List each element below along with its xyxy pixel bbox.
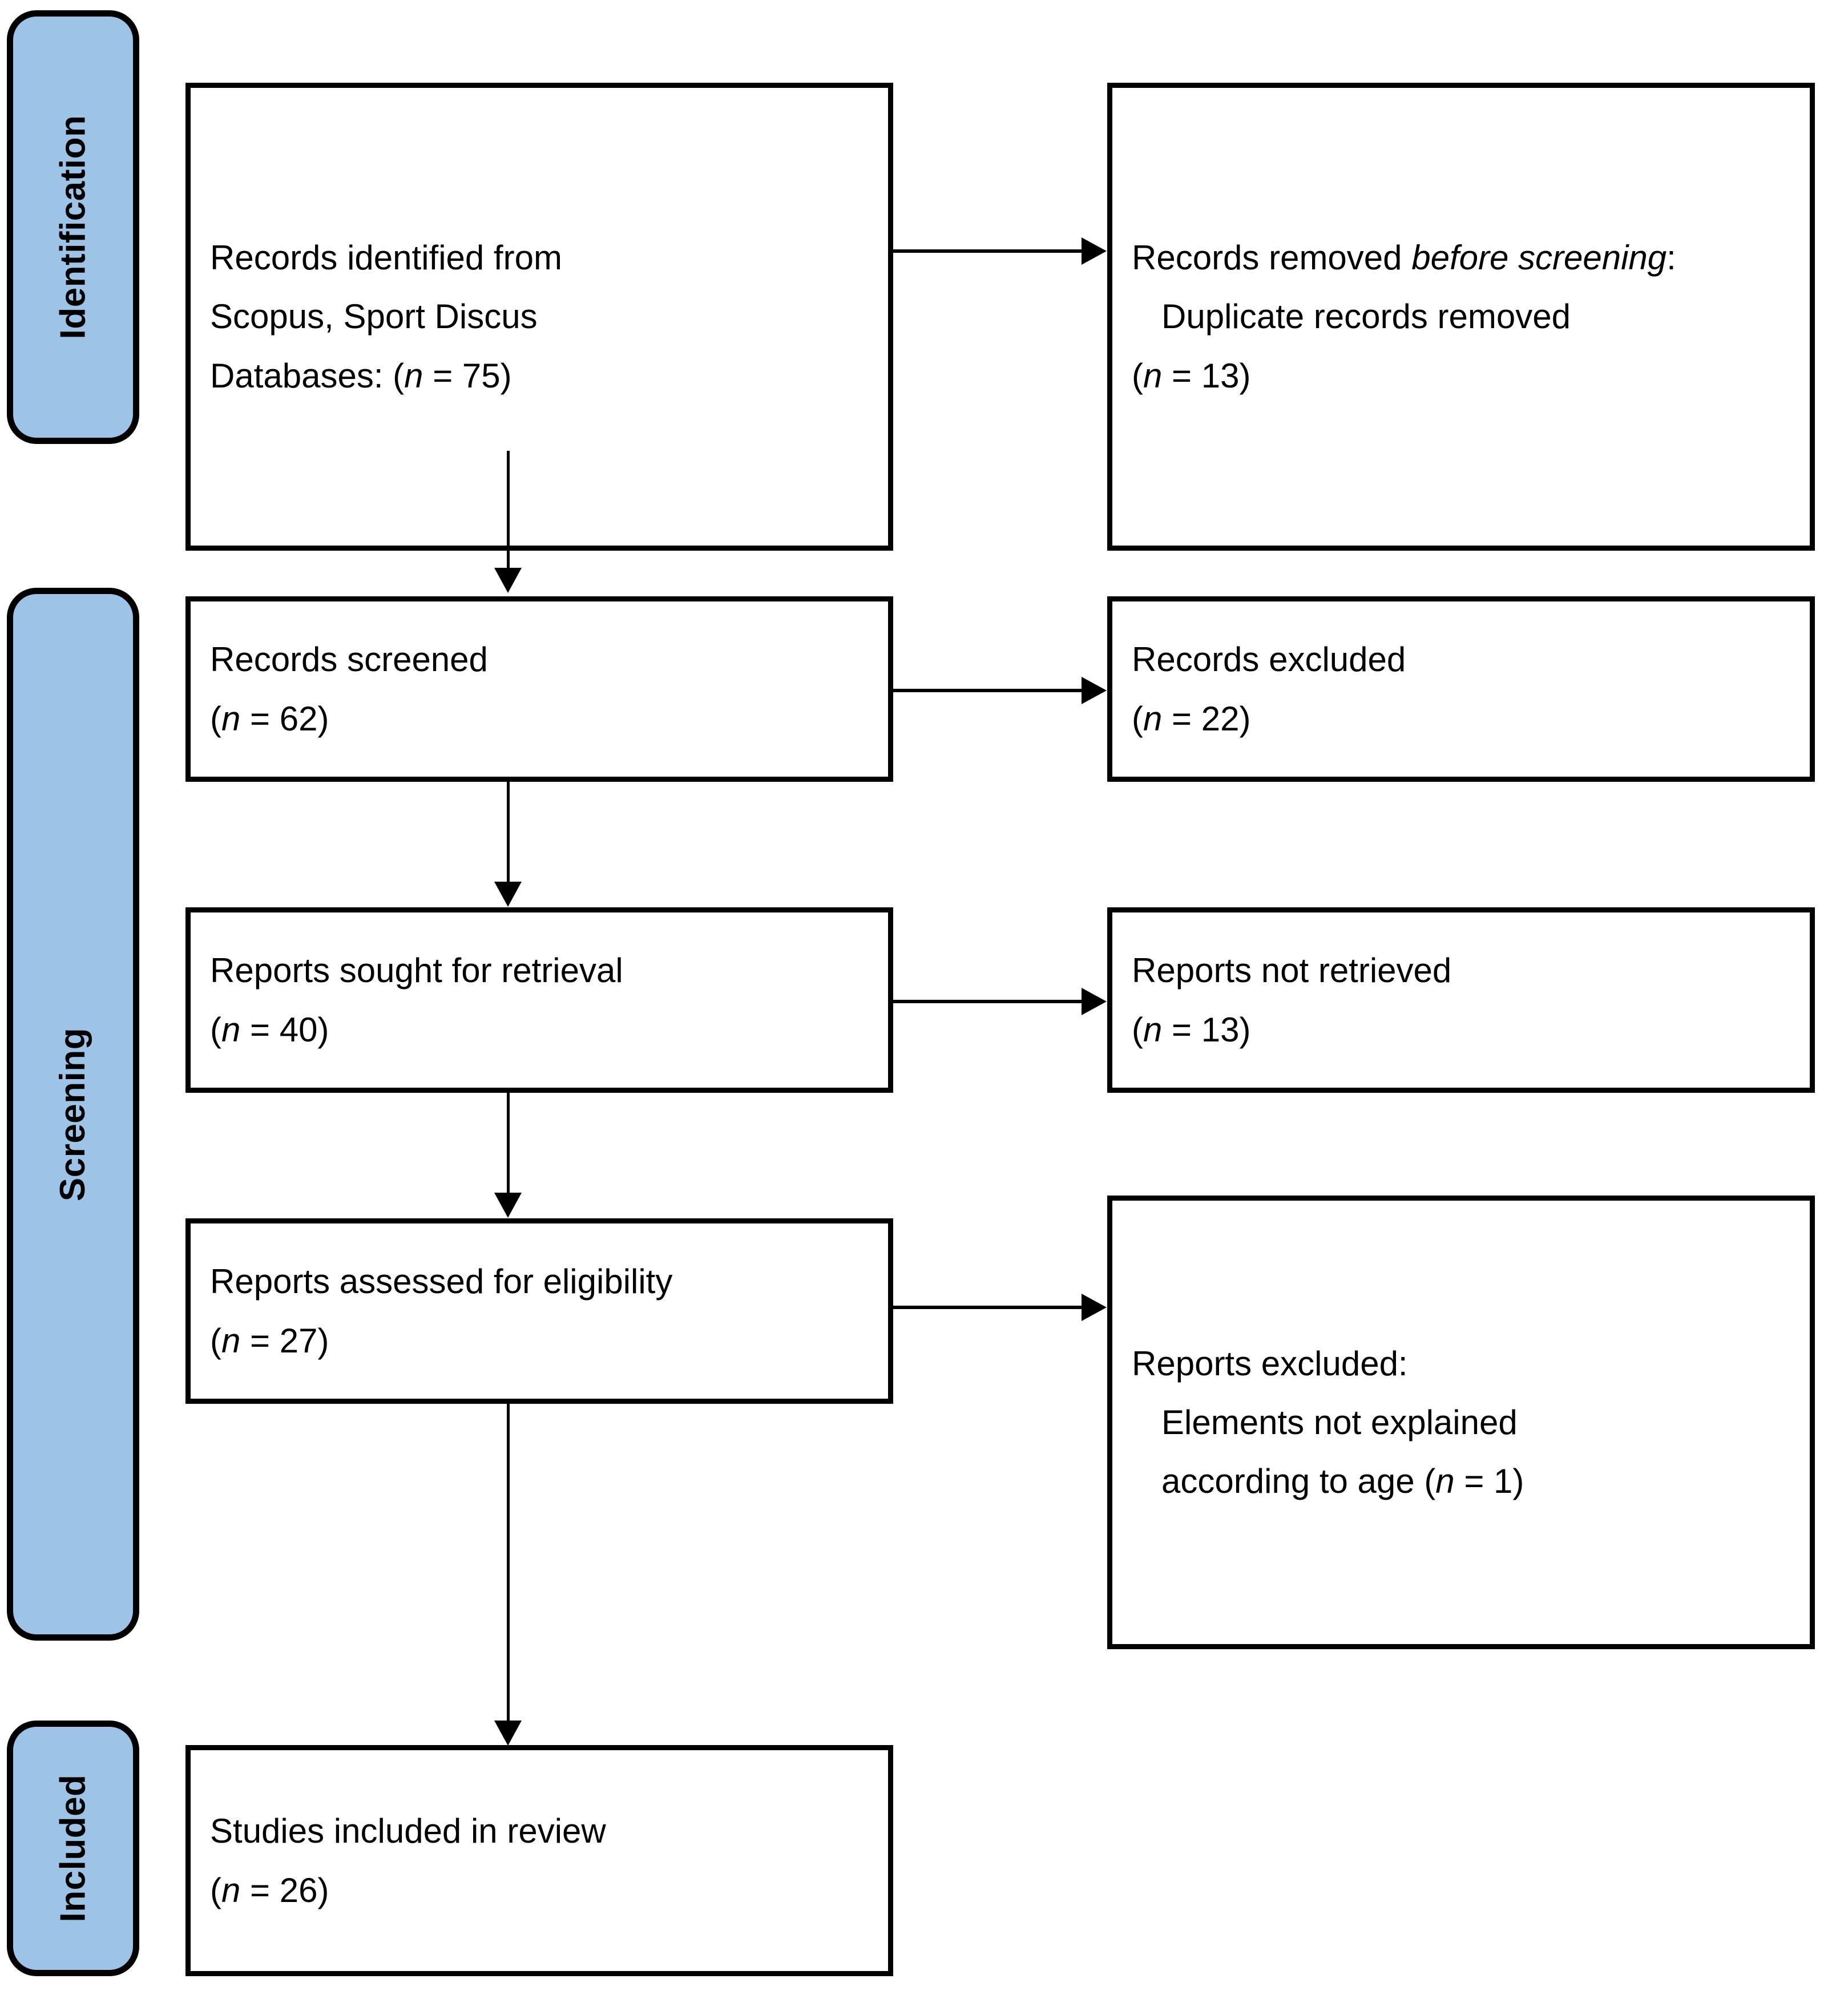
stage-label-included: Included (7, 1721, 139, 1976)
connector-sought-to-assessed (507, 1093, 510, 1193)
reports-assessed-count: = 27) (240, 1321, 329, 1360)
n-symbol: n (221, 1871, 241, 1909)
stage-label-identification: Identification (7, 10, 139, 444)
records-screened-line-1: Records screened (210, 640, 488, 679)
records-identified-line-1: Records identified from (210, 239, 562, 277)
studies-included-line-2-prefix: ( (210, 1871, 221, 1909)
reports-not-retrieved-line-2-prefix: ( (1132, 1010, 1143, 1049)
records-identified-line-2: Scopus, Sport Discus (210, 297, 538, 336)
connector-screened-to-sought (507, 782, 510, 882)
stage-label-included-text: Included (53, 1774, 92, 1923)
records-identified-line-3-prefix: Databases: ( (210, 356, 405, 395)
arrowhead-screened-to-excluded (1082, 677, 1107, 704)
reports-assessed-line-1: Reports assessed for eligibility (210, 1262, 673, 1301)
records-screened-count: = 62) (240, 699, 329, 738)
reports-assessed-line-2: (n = 27) (210, 1311, 869, 1370)
records-identified-count: = 75) (423, 356, 512, 395)
reports-assessed-line-2-prefix: ( (210, 1321, 221, 1360)
records-excluded-count: = 22) (1162, 699, 1251, 738)
connector-sought-to-not-retrieved (893, 1000, 1082, 1003)
box-records-removed: Records removed before screening: Duplic… (1107, 83, 1815, 551)
arrowhead-identified-to-screened (494, 568, 522, 593)
reports-sought-line-2: (n = 40) (210, 1000, 869, 1059)
studies-included-count: = 26) (240, 1871, 329, 1909)
n-symbol: n (221, 1010, 241, 1049)
reports-sought-count: = 40) (240, 1010, 329, 1049)
records-removed-heading-suffix: : (1667, 239, 1676, 277)
stage-label-identification-text: Identification (53, 115, 92, 340)
arrowhead-identified-to-removed (1082, 237, 1107, 265)
connector-assessed-to-excluded (893, 1306, 1082, 1309)
studies-included-line-2: (n = 26) (210, 1861, 869, 1920)
records-screened-line-2: (n = 62) (210, 689, 869, 748)
arrowhead-sought-to-assessed (494, 1193, 522, 1218)
n-symbol: n (1143, 699, 1163, 738)
reports-not-retrieved-line-1: Reports not retrieved (1132, 951, 1452, 990)
records-removed-line-1: Records removed before screening: (1132, 228, 1790, 287)
records-removed-heading-italic: before screening (1411, 239, 1667, 277)
reports-excluded-line-3: according to age (n = 1) (1132, 1452, 1790, 1511)
box-records-screened: Records screened (n = 62) (185, 596, 893, 782)
n-symbol: n (1435, 1462, 1455, 1501)
reports-excluded-count: = 1) (1454, 1462, 1524, 1501)
reports-excluded-line-3-prefix: according to age ( (1161, 1462, 1436, 1501)
records-identified-line-3: Databases: (n = 75) (210, 346, 869, 405)
connector-identified-to-removed (893, 249, 1082, 253)
arrowhead-sought-to-not-retrieved (1082, 988, 1107, 1015)
box-studies-included: Studies included in review (n = 26) (185, 1745, 893, 1976)
reports-excluded-line-1: Reports excluded: (1132, 1344, 1408, 1383)
n-symbol: n (404, 356, 423, 395)
arrowhead-screened-to-sought (494, 882, 522, 907)
records-excluded-line-2: (n = 22) (1132, 689, 1790, 748)
reports-sought-line-1: Reports sought for retrieval (210, 951, 623, 990)
box-records-identified: Records identified from Scopus, Sport Di… (185, 83, 893, 551)
records-removed-line-3: (n = 13) (1132, 346, 1790, 405)
records-removed-line-3-prefix: ( (1132, 356, 1143, 395)
reports-not-retrieved-count: = 13) (1162, 1010, 1251, 1049)
records-screened-line-2-prefix: ( (210, 699, 221, 738)
stage-label-screening: Screening (7, 588, 139, 1641)
connector-assessed-to-included (507, 1404, 510, 1721)
arrowhead-assessed-to-included (494, 1721, 522, 1746)
records-excluded-line-1: Records excluded (1132, 640, 1406, 679)
box-reports-sought: Reports sought for retrieval (n = 40) (185, 907, 893, 1093)
reports-excluded-line-2: Elements not explained (1161, 1403, 1518, 1441)
n-symbol: n (221, 699, 241, 738)
studies-included-line-1: Studies included in review (210, 1812, 606, 1851)
n-symbol: n (221, 1321, 241, 1360)
n-symbol: n (1143, 1010, 1163, 1049)
records-removed-count: = 13) (1162, 356, 1251, 395)
connector-identified-to-screened (507, 451, 510, 568)
n-symbol: n (1143, 356, 1163, 395)
box-records-excluded: Records excluded (n = 22) (1107, 596, 1815, 782)
reports-not-retrieved-line-2: (n = 13) (1132, 1000, 1790, 1059)
box-reports-excluded: Reports excluded: Elements not explained… (1107, 1196, 1815, 1649)
records-excluded-line-2-prefix: ( (1132, 699, 1143, 738)
stage-label-screening-text: Screening (53, 1027, 92, 1201)
reports-sought-line-2-prefix: ( (210, 1010, 221, 1049)
box-reports-not-retrieved: Reports not retrieved (n = 13) (1107, 907, 1815, 1093)
records-removed-heading-prefix: Records removed (1132, 239, 1412, 277)
arrowhead-assessed-to-excluded (1082, 1294, 1107, 1321)
connector-screened-to-excluded (893, 689, 1082, 692)
box-reports-assessed: Reports assessed for eligibility (n = 27… (185, 1218, 893, 1404)
records-removed-line-2: Duplicate records removed (1161, 297, 1571, 336)
